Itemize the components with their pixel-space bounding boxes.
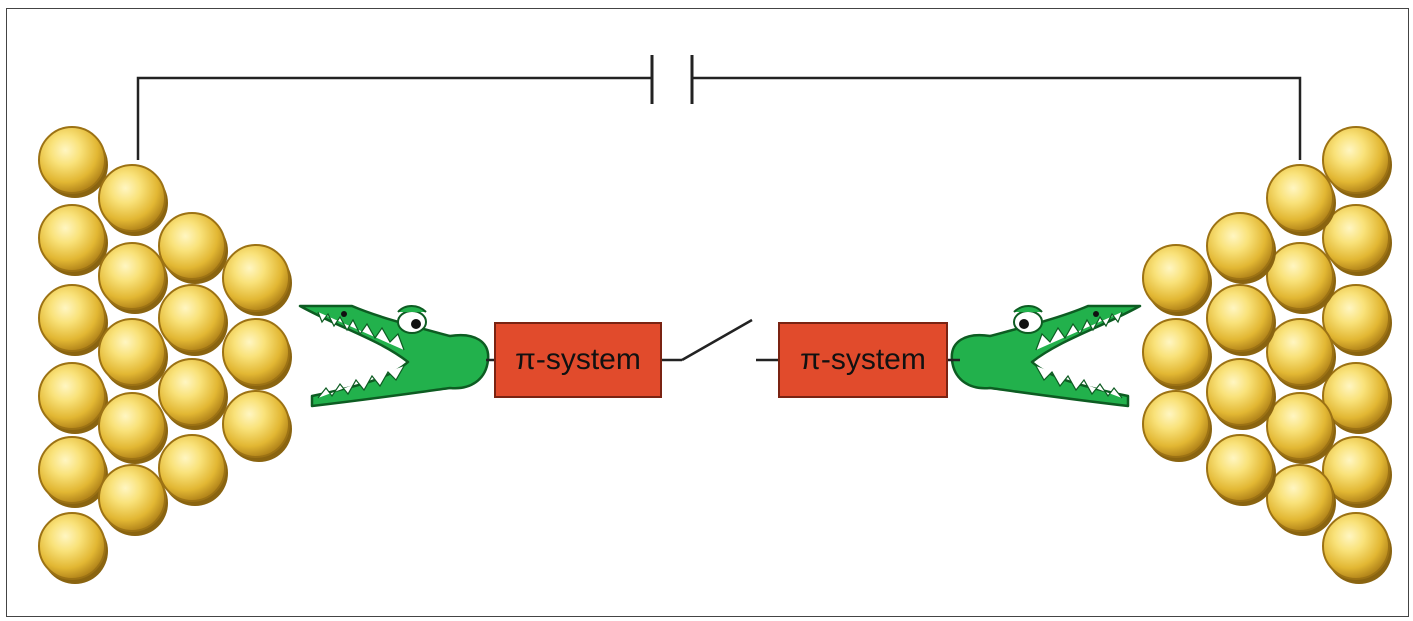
gold-atom — [222, 244, 292, 316]
left-gold-electrode — [38, 126, 292, 584]
gold-atom — [98, 164, 168, 236]
gold-atom — [98, 242, 168, 314]
right-alligator-clip-icon — [950, 304, 1142, 408]
gold-atom — [1266, 392, 1336, 464]
left-alligator-clip-icon — [298, 304, 490, 408]
gold-atom — [222, 390, 292, 462]
gold-atom — [1142, 244, 1212, 316]
gold-atom — [38, 284, 108, 356]
gold-atom — [38, 512, 108, 584]
gold-atom — [1322, 512, 1392, 584]
gold-atom — [38, 362, 108, 434]
gold-atom — [1206, 284, 1276, 356]
gold-atom — [1206, 212, 1276, 284]
gold-atom — [222, 318, 292, 390]
capacitor-symbol — [650, 55, 694, 104]
gold-atom — [1322, 436, 1392, 508]
gold-atom — [98, 392, 168, 464]
open-switch-symbol — [681, 318, 753, 362]
gold-atom — [98, 464, 168, 536]
gold-atom — [158, 284, 228, 356]
gold-atom — [1206, 434, 1276, 506]
gold-atom — [38, 126, 108, 198]
gold-atom — [158, 434, 228, 506]
gold-atom — [1142, 318, 1212, 390]
gold-atom — [158, 212, 228, 284]
gold-atom — [1142, 390, 1212, 462]
gold-atom — [1322, 126, 1392, 198]
gold-atom — [1322, 204, 1392, 276]
gold-atom — [1266, 318, 1336, 390]
gold-atom — [1266, 164, 1336, 236]
gold-atom — [1322, 284, 1392, 356]
gold-atom — [38, 436, 108, 508]
right-gold-electrode — [1142, 126, 1392, 584]
right-pi-system-box: π-system — [778, 322, 948, 398]
right-pi-system-label: π-system — [800, 343, 926, 376]
gold-atom — [98, 318, 168, 390]
gold-atom — [1322, 362, 1392, 434]
gold-atom — [38, 204, 108, 276]
left-pi-system-box: π-system — [494, 322, 662, 398]
gold-atom — [1206, 358, 1276, 430]
gold-atom — [1266, 464, 1336, 536]
left-pi-system-label: π-system — [515, 343, 641, 376]
gold-atom — [1266, 242, 1336, 314]
gold-atom — [158, 358, 228, 430]
circuit-wire — [136, 76, 1302, 160]
